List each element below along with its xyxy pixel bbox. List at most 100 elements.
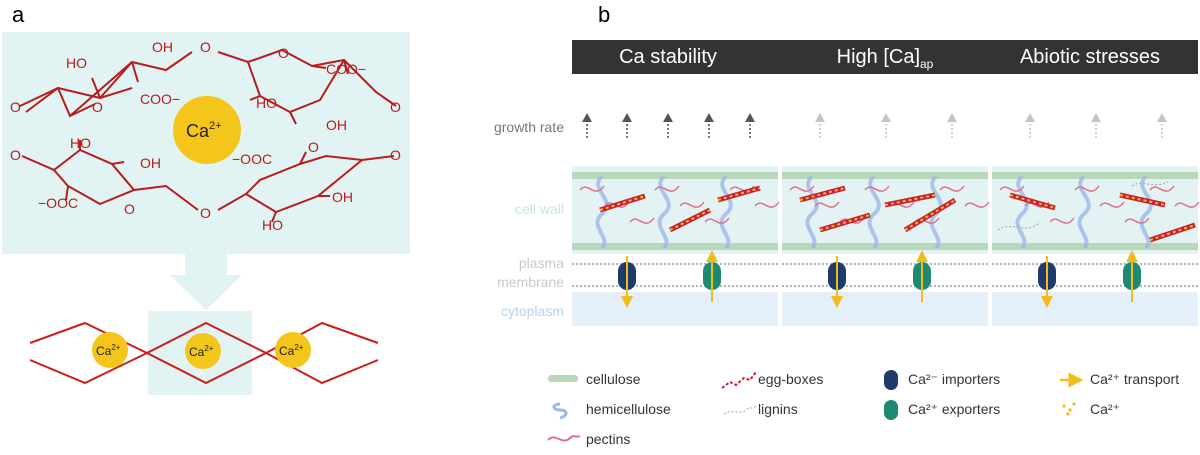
label-o-left: O: [10, 99, 21, 115]
chain-ions: Ca2+ Ca2+ Ca2+: [92, 332, 311, 369]
cellulose-fiber: [992, 243, 1198, 250]
pectin-strand: [1174, 201, 1200, 208]
eggbox-chain: [29, 321, 379, 385]
cellulose-fiber: [572, 243, 778, 250]
panel-b-label: b: [598, 2, 610, 27]
eggbox-calcium: [799, 187, 846, 201]
label-oh-bl: OH: [140, 155, 161, 171]
label-oh-tr: OH: [326, 117, 347, 133]
eggbox-calcium: [1009, 194, 1056, 209]
legend-egg-boxes: egg-boxes: [758, 371, 823, 387]
header-bar: [572, 40, 1198, 74]
legend-pectins-icon: [547, 435, 581, 442]
eggbox-calcium: [884, 194, 936, 206]
growth-arrows: [582, 113, 1167, 140]
growth-arrow-3: [663, 113, 673, 140]
eggbox-calcium: [599, 195, 646, 211]
growth-arrow-9: [1025, 113, 1035, 140]
header-high-ca: High [Ca]ap: [837, 46, 934, 71]
cytoplasm-area: [782, 292, 988, 326]
label-ooc-br: −OOC: [232, 151, 272, 167]
label-o-ring-tr: O: [278, 45, 289, 61]
pectin-strand: [864, 185, 890, 192]
chain-ion-3: [275, 332, 311, 368]
label-growth-rate: growth rate: [494, 119, 564, 135]
eggbox-calcium: [904, 199, 956, 231]
cell-panels: [572, 166, 1200, 326]
legend-lignins-icon: [723, 405, 757, 415]
label-ooc-bl: −OOC: [38, 195, 78, 211]
label-oh-br: OH: [332, 189, 353, 205]
legend-hemicellulose: hemicellulose: [586, 401, 671, 417]
pectin-strand: [939, 185, 965, 192]
growth-arrow-11: [1157, 113, 1167, 140]
pectin-strand: [999, 185, 1025, 192]
pectin-strand: [1124, 217, 1150, 224]
legend-cellulose-swatch: [548, 375, 578, 382]
legend-eggbox-icon: [721, 371, 757, 389]
atom-labels: OH HO O COO− O O O COO− HO OH O O HO OH …: [10, 39, 401, 233]
legend-exporters: Ca²⁺ exporters: [908, 401, 1000, 417]
pectin-strand: [654, 185, 680, 192]
pectin-strand: [679, 201, 705, 208]
plasma-membrane: [782, 258, 988, 292]
growth-arrow-4: [704, 113, 714, 140]
cytoplasm-area: [572, 292, 778, 326]
cell-panel-stability: [572, 166, 780, 326]
pectin-strand: [704, 217, 730, 224]
label-ho-bl: HO: [70, 135, 91, 151]
label-ho-top-left: HO: [66, 55, 87, 71]
pectin-structure: [19, 48, 397, 223]
growth-arrow-5: [745, 113, 755, 140]
cell-panel-high-ca: [782, 166, 990, 326]
eggbox-calcium: [717, 187, 761, 201]
pectin-strand: [814, 201, 840, 208]
legend-transport: Ca²⁺ transport: [1090, 371, 1179, 387]
calcium-ion-main: [173, 96, 241, 164]
funnel-arrow: [170, 254, 242, 310]
legend-importer-icon: [884, 370, 898, 390]
cytoplasm-area: [992, 292, 1198, 326]
label-coo-tl: COO−: [140, 91, 180, 107]
growth-arrow-10: [1091, 113, 1101, 140]
chain-ion-1-label: Ca2+: [96, 343, 121, 358]
label-o-left2: O: [10, 147, 21, 163]
growth-arrow-6: [815, 113, 825, 140]
legend-hemicellulose-icon: [552, 402, 568, 420]
pectin-strand: [789, 185, 815, 192]
eggbox-calcium: [819, 214, 871, 231]
label-ho-tr: HO: [256, 95, 277, 111]
label-plasma: plasma: [519, 255, 564, 271]
pectin-strand: [964, 201, 990, 208]
pectin-strand: [1099, 201, 1125, 208]
label-coo-tr: COO−: [326, 61, 366, 77]
pectin-strand: [1049, 217, 1075, 224]
growth-arrow-8: [947, 113, 957, 140]
calcium-ion-main-label: Ca2+: [186, 120, 222, 141]
label-cell-wall: cell wall: [515, 201, 564, 217]
pectin-strand: [1074, 185, 1100, 192]
legend-ca: Ca²⁺: [1090, 401, 1120, 417]
label-oh-top: OH: [152, 39, 173, 55]
legend: cellulose hemicellulose pectins egg-boxe…: [547, 370, 1179, 447]
pectin-strand: [754, 201, 780, 208]
legend-lignins: lignins: [758, 401, 798, 417]
label-o-bridge-bottom: O: [200, 205, 211, 221]
eggbox-calcium: [669, 209, 711, 231]
cellulose-fiber: [782, 243, 988, 250]
eggbox-calcium: [1149, 224, 1196, 241]
label-o-bridge-top: O: [200, 39, 211, 55]
label-o-ring-bl: O: [124, 201, 135, 217]
header-abiotic-stresses: Abiotic stresses: [1020, 46, 1160, 68]
cellulose-fiber: [782, 172, 988, 179]
pectin-strand: [579, 185, 605, 192]
label-o-right: O: [390, 99, 401, 115]
chain-ion-1: [92, 332, 128, 368]
hemicellulose-strand: [719, 174, 733, 250]
label-membrane: membrane: [497, 274, 564, 290]
cellulose-fiber: [572, 172, 778, 179]
hemicellulose-strand: [1015, 174, 1029, 250]
chain-ion-3-label: Ca2+: [279, 343, 304, 358]
growth-arrow-7: [881, 113, 891, 140]
